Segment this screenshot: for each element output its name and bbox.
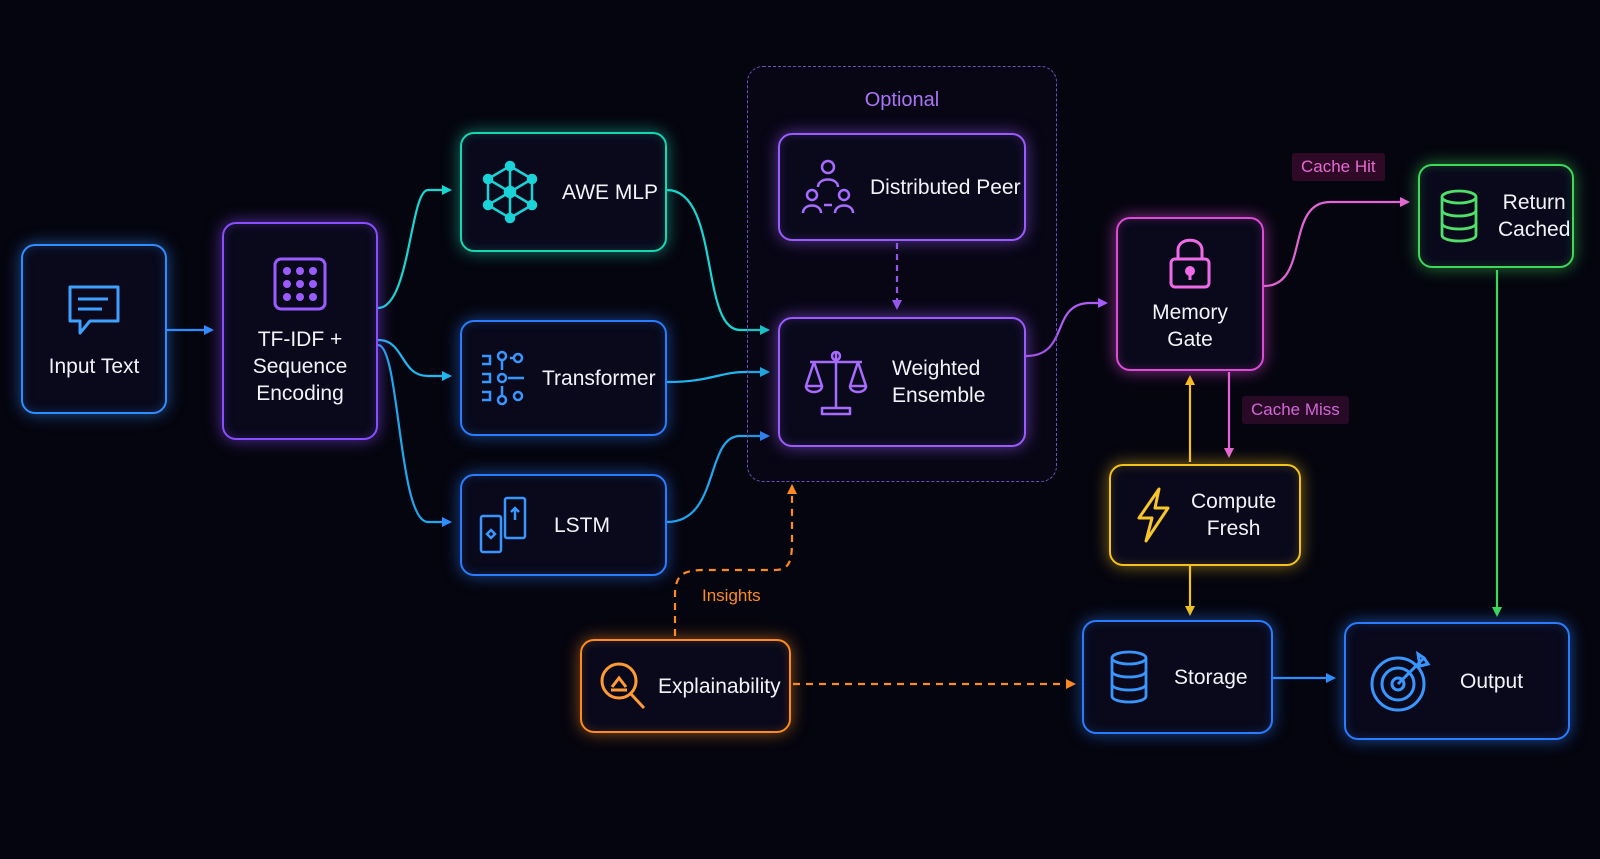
node-memory-gate-line-1: Memory	[1152, 301, 1228, 324]
node-compute-fresh[interactable]: Compute Fresh	[1109, 464, 1301, 566]
node-return-cached-line-1: Return	[1502, 191, 1566, 214]
database-icon	[1438, 188, 1480, 244]
node-memory-gate[interactable]: Memory Gate	[1116, 217, 1264, 371]
edge-tfidf-to-awe	[377, 185, 452, 310]
node-storage[interactable]: Storage	[1082, 620, 1273, 734]
chat-icon	[62, 279, 126, 343]
node-tfidf-encoding[interactable]: TF-IDF + Sequence Encoding	[222, 222, 378, 440]
grid-dots-icon	[272, 256, 328, 312]
node-weighted-ensemble-line-1: Weighted	[892, 357, 981, 380]
sliders-icon	[478, 348, 530, 408]
edge-ensemble-to-memory	[1025, 298, 1108, 358]
lock-icon	[1167, 235, 1213, 291]
node-transformer-label: Transformer	[542, 366, 656, 390]
edge-transformer-to-ensemble	[666, 367, 770, 384]
node-transformer[interactable]: Transformer	[460, 320, 667, 436]
node-lstm-label: LSTM	[554, 513, 611, 537]
edge-tfidf-to-transformer	[377, 338, 452, 381]
node-awe-mlp[interactable]: AWE MLP	[460, 132, 667, 252]
node-tfidf-line-3: Encoding	[256, 381, 344, 405]
node-output[interactable]: Output	[1344, 622, 1570, 740]
node-memory-gate-line-2: Gate	[1167, 328, 1213, 351]
node-weighted-ensemble[interactable]: Weighted Ensemble	[778, 317, 1026, 447]
edge-tfidf-to-lstm	[377, 343, 452, 527]
magnifier-icon	[598, 660, 648, 712]
lightning-icon	[1133, 486, 1173, 544]
node-compute-fresh-line-1: Compute	[1191, 490, 1277, 513]
edge-explainability-insights	[673, 484, 797, 636]
scale-icon	[802, 346, 870, 418]
node-explainability-label: Explainability	[658, 674, 781, 698]
node-distributed-peer-label: Distributed Peer	[870, 175, 1021, 199]
node-distributed-peer[interactable]: Distributed Peer	[778, 133, 1026, 241]
peers-icon	[798, 157, 858, 217]
node-lstm[interactable]: LSTM	[460, 474, 667, 576]
node-tfidf-line-2: Sequence	[252, 354, 348, 378]
edge-memory-to-return-cached	[1263, 197, 1410, 288]
target-icon	[1368, 648, 1434, 714]
node-input-text-label: Input Text	[48, 354, 140, 378]
node-awe-mlp-label: AWE MLP	[562, 180, 659, 204]
optional-group-title: Optional	[864, 89, 940, 111]
node-compute-fresh-line-2: Fresh	[1206, 517, 1261, 540]
edge-label-cache-miss: Cache Miss	[1242, 396, 1349, 424]
node-explainability[interactable]: Explainability	[580, 639, 791, 733]
node-output-label: Output	[1460, 669, 1524, 693]
node-tfidf-line-1: TF-IDF +	[257, 327, 343, 351]
node-storage-label: Storage	[1174, 665, 1248, 689]
node-return-cached-line-2: Cached	[1498, 218, 1571, 241]
edge-label-insights: Insights	[702, 586, 761, 605]
cells-icon	[478, 494, 530, 556]
edge-awe-to-ensemble	[666, 188, 770, 335]
edge-lstm-to-ensemble	[666, 431, 770, 524]
database-icon	[1108, 649, 1150, 705]
network-icon	[480, 160, 540, 224]
node-return-cached[interactable]: Return Cached	[1418, 164, 1574, 268]
node-weighted-ensemble-line-2: Ensemble	[892, 384, 986, 407]
node-input-text[interactable]: Input Text	[21, 244, 167, 414]
edge-label-cache-hit: Cache Hit	[1292, 153, 1385, 181]
